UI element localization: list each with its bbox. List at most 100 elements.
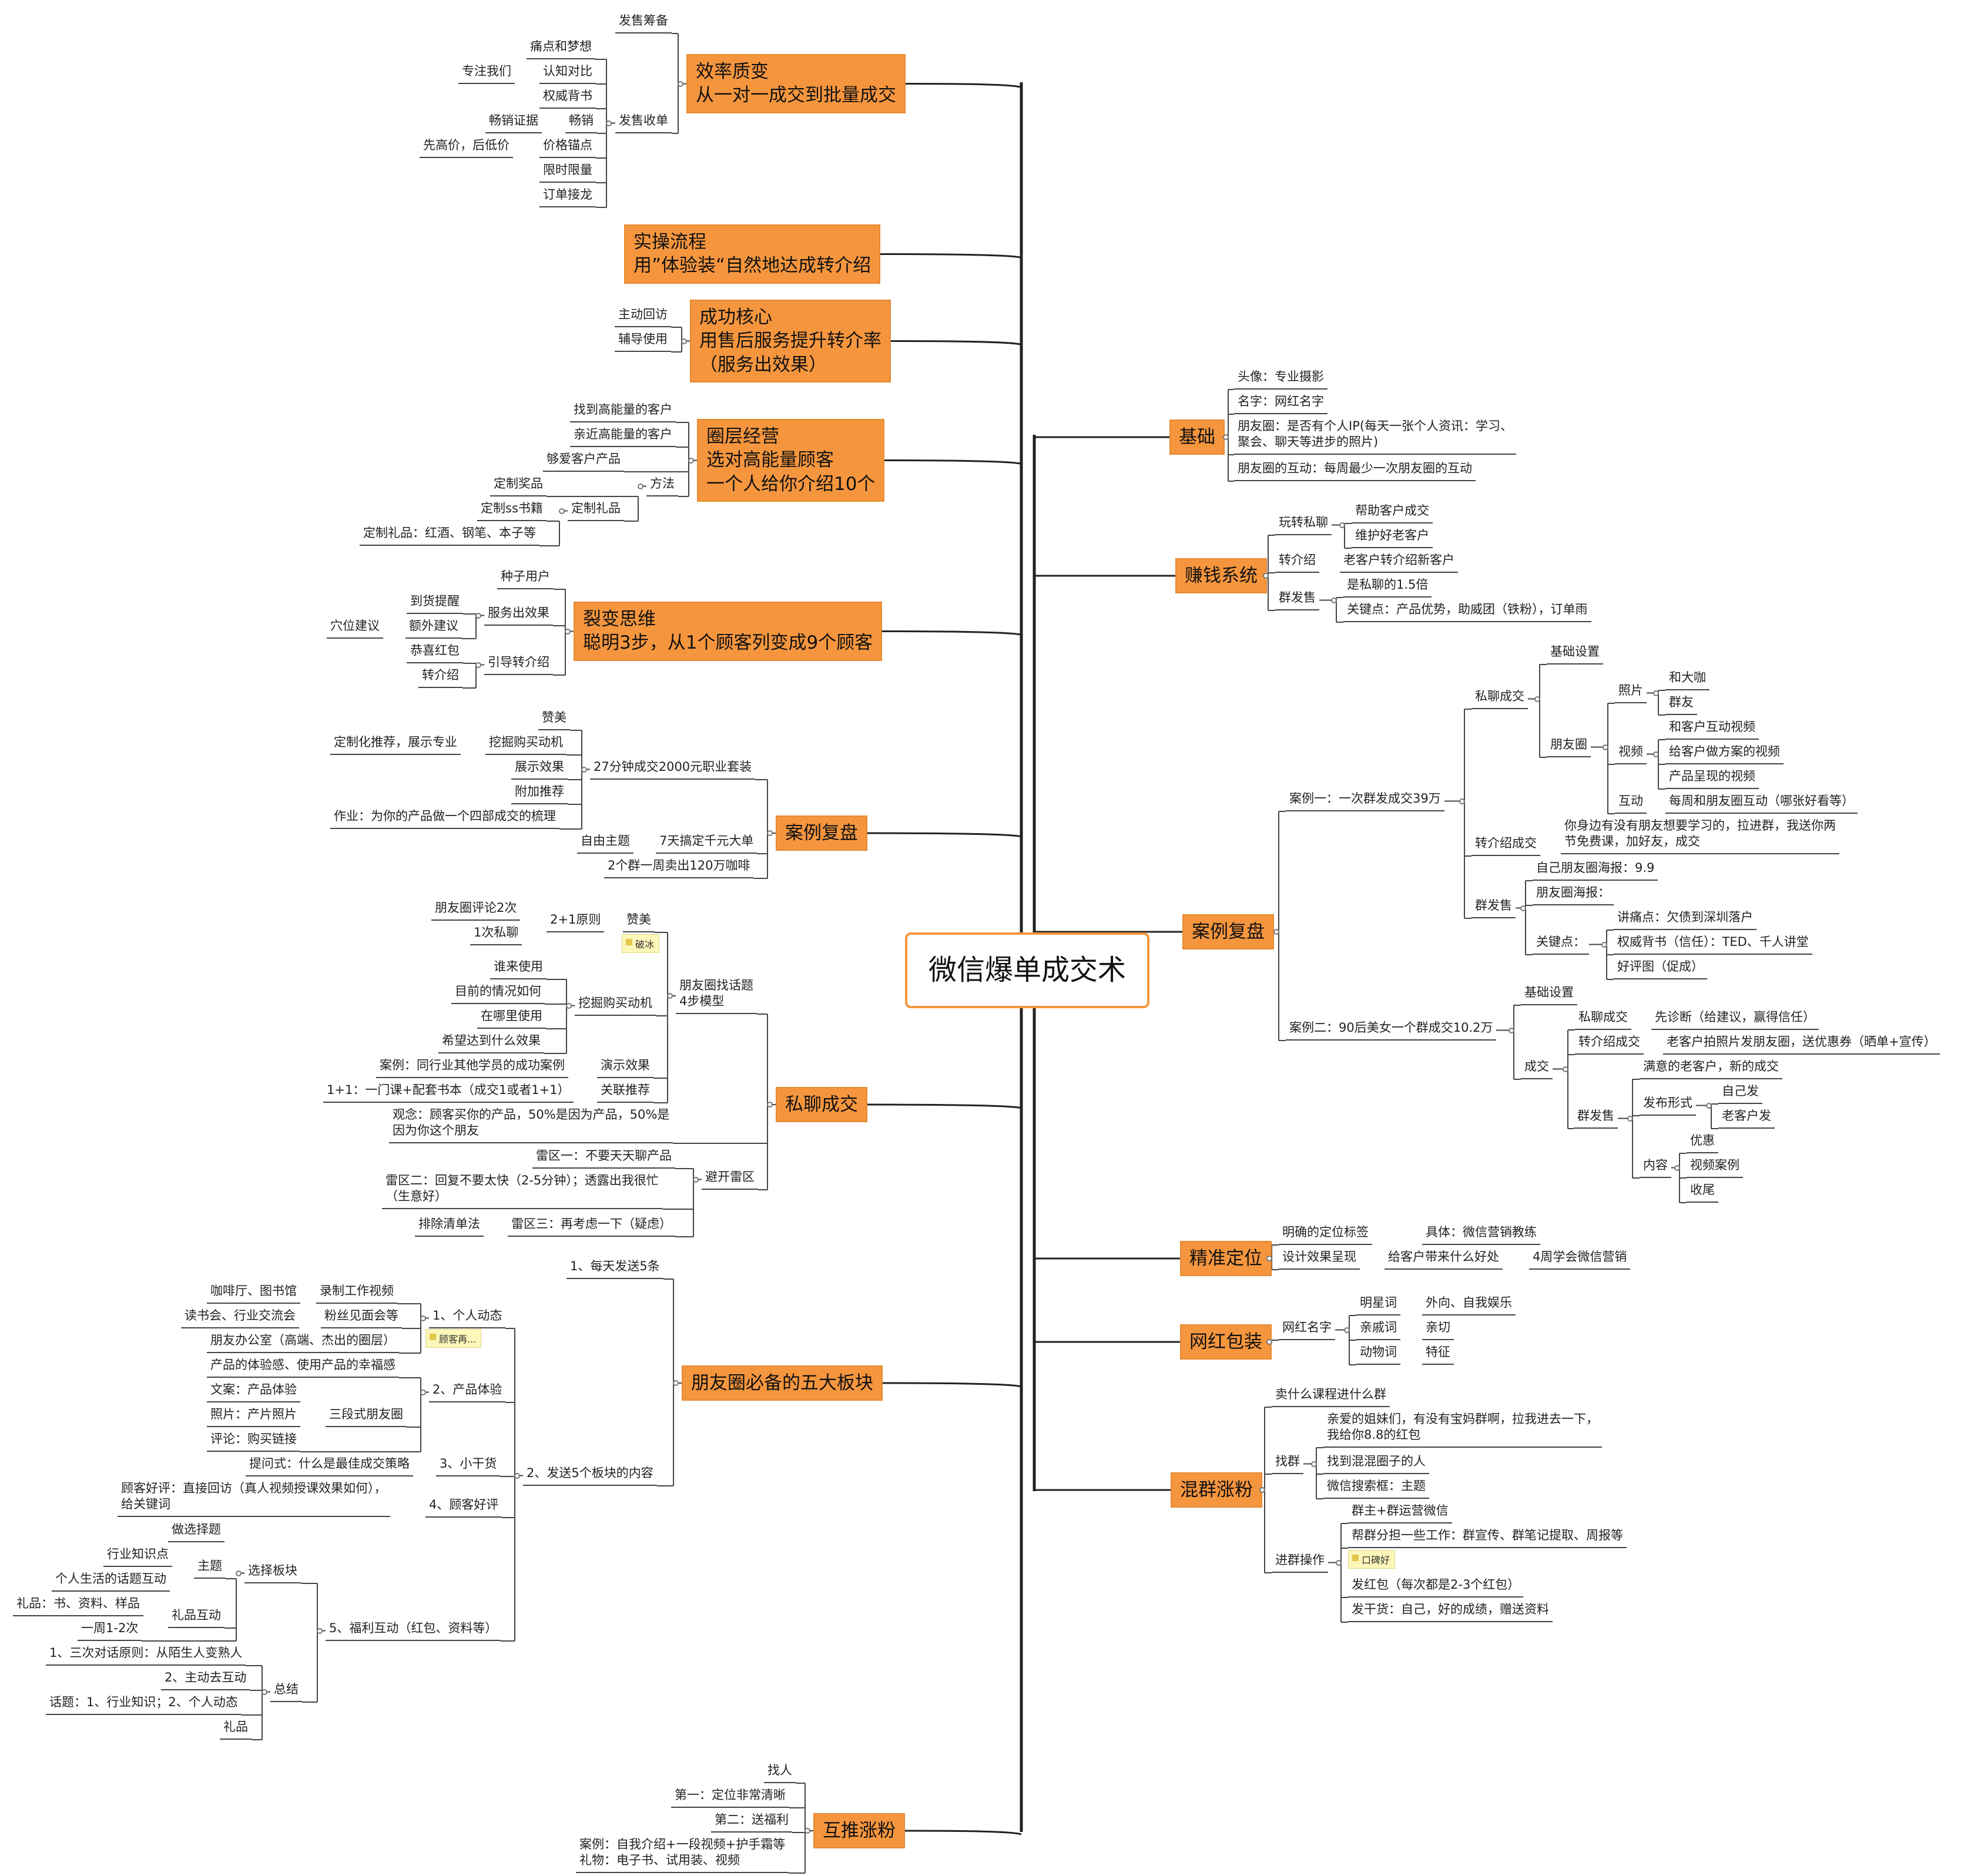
leaf-demo[interactable]: 演示效果 — [597, 1058, 653, 1078]
leaf-summary[interactable]: 总结 — [270, 1682, 302, 1702]
topic-mix[interactable]: 混群涨粉 — [1171, 1472, 1262, 1508]
collapse-dot[interactable] — [1653, 690, 1659, 696]
collapse-dot[interactable] — [1259, 1487, 1265, 1493]
topic-circle[interactable]: 圈层经营 选对高能量顾客 一个人给你介绍10个 — [697, 419, 885, 502]
leaf-oldpost[interactable]: 老客户发 — [1718, 1108, 1775, 1129]
collapse-dot[interactable] — [688, 457, 694, 464]
leaf-chat[interactable]: 1次私聊 — [470, 925, 522, 945]
leaf-select[interactable]: 选择板块 — [244, 1563, 301, 1583]
leaf-exclude[interactable]: 排除清单法 — [415, 1216, 484, 1237]
leaf-pain-r[interactable]: 讲痛点：欠债到深圳落户 — [1614, 910, 1756, 930]
leaf-bring[interactable]: 给客户带来什么好处 — [1385, 1249, 1503, 1270]
leaf-combo[interactable]: 1+1：一门课+配套书本（成交1或者1+1） — [323, 1082, 574, 1103]
leaf-good[interactable]: 4、顾客好评 — [425, 1497, 502, 1518]
topic-case-right[interactable]: 案例复盘 — [1182, 914, 1274, 950]
leaf-search[interactable]: 微信搜索框：主题 — [1323, 1478, 1429, 1499]
leaf-week[interactable]: 7天搞定千元大单 — [656, 833, 757, 854]
leaf-poster[interactable]: 朋友圈海报： — [1533, 885, 1614, 905]
collapse-dot[interactable] — [693, 1176, 699, 1183]
leaf-design[interactable]: 设计效果呈现 — [1279, 1249, 1360, 1270]
leaf-end[interactable]: 收尾 — [1687, 1182, 1718, 1203]
leaf-product-exp[interactable]: 2、产品体验 — [429, 1382, 506, 1402]
collapse-dot[interactable] — [1273, 929, 1279, 935]
leaf-copy[interactable]: 文案：产品体验 — [207, 1382, 300, 1402]
leaf-times[interactable]: 是私聊的1.5倍 — [1343, 577, 1432, 598]
topic-money[interactable]: 赚钱系统 — [1175, 558, 1267, 594]
leaf-mine2[interactable]: 雷区二：回复不要太快（2-5分钟）；透露出我很忙 （生意好） — [382, 1173, 662, 1209]
leaf-anchor[interactable]: 价格锚点 — [539, 137, 596, 158]
collapse-dot[interactable] — [804, 1828, 810, 1834]
leaf-book[interactable]: 定制ss书籍 — [477, 501, 547, 521]
leaf-price-hint[interactable]: 先高价，后低价 — [420, 137, 513, 158]
leaf-moments-interact[interactable]: 朋友圈的互动：每周最少一次朋友圈的互动 — [1234, 461, 1476, 481]
leaf-bestseller-hint[interactable]: 畅销证据 — [485, 113, 542, 133]
leaf-related[interactable]: 关联推荐 — [597, 1082, 653, 1103]
leaf-vcase[interactable]: 视频案例 — [1687, 1157, 1743, 1178]
collapse-dot[interactable] — [1344, 1327, 1350, 1333]
collapse-dot[interactable] — [565, 628, 571, 635]
collapse-dot[interactable] — [420, 1315, 426, 1321]
leaf-mine-left[interactable]: 挖掘购买动机 — [485, 734, 566, 755]
leaf-review[interactable]: 评论：购买链接 — [207, 1431, 300, 1452]
leaf-topics[interactable]: 话题：1、行业知识；2、个人动态 — [46, 1694, 242, 1715]
collapse-dot[interactable] — [678, 80, 683, 87]
leaf-mine1[interactable]: 雷区一：不要天天聊产品 — [532, 1148, 675, 1169]
collapse-dot[interactable] — [1674, 1164, 1680, 1171]
leaf-love[interactable]: 够爱客户产品 — [543, 451, 624, 472]
collapse-dot[interactable] — [581, 766, 587, 773]
leaf-homework[interactable]: 作业：为你的产品做一个四部成交的梳理 — [330, 808, 559, 829]
leaf-learn[interactable]: 4周学会微信营销 — [1529, 1249, 1631, 1270]
leaf-refer-money[interactable]: 转介绍 — [1275, 552, 1319, 573]
leaf-who[interactable]: 谁来使用 — [490, 959, 547, 979]
leaf-chain[interactable]: 订单接龙 — [539, 187, 596, 207]
leaf-free[interactable]: 自由主题 — [577, 833, 633, 854]
leaf-gift-act[interactable]: 礼品互动 — [168, 1607, 224, 1628]
leaf-mine3[interactable]: 雷区三：再考虑一下（疑虑） — [508, 1216, 675, 1237]
collapse-dot[interactable] — [767, 830, 773, 836]
leaf-custom[interactable]: 定制化推荐，展示专业 — [330, 734, 461, 755]
leaf-rule[interactable]: 2+1原则 — [547, 912, 605, 932]
leaf-fans[interactable]: 粉丝见面会等 — [321, 1308, 402, 1328]
collapse-dot[interactable] — [1339, 522, 1345, 528]
leaf-circle[interactable]: 找到混混圈子的人 — [1323, 1454, 1429, 1474]
leaf-comment[interactable]: 朋友圈评论2次 — [431, 900, 521, 921]
leaf-method[interactable]: 方法 — [646, 476, 678, 496]
leaf-happy[interactable]: 产品的体验感、使用产品的幸福感 — [207, 1357, 399, 1378]
collapse-dot[interactable] — [475, 612, 481, 619]
leaf-basic2[interactable]: 基础设置 — [1521, 985, 1577, 1005]
collapse-dot[interactable] — [1263, 573, 1269, 579]
collapse-dot[interactable] — [1601, 941, 1607, 948]
leaf-gift-detail[interactable]: 定制礼品：红酒、钢笔、本子等 — [360, 525, 539, 546]
topic-position[interactable]: 精准定位 — [1180, 1241, 1272, 1277]
note-icebreak[interactable]: 破冰 — [622, 934, 660, 953]
leaf-private-play[interactable]: 玩转私聊 — [1275, 515, 1332, 535]
collapse-dot[interactable] — [1311, 1461, 1317, 1467]
topic-base[interactable]: 基础 — [1169, 420, 1225, 455]
leaf-review-r[interactable]: 好评图（促成） — [1614, 959, 1707, 979]
topic-case-left[interactable]: 案例复盘 — [776, 815, 867, 851]
collapse-dot[interactable] — [1459, 798, 1465, 804]
leaf-feature[interactable]: 特征 — [1422, 1344, 1454, 1365]
leaf-key-money[interactable]: 关键点：产品优势，助威团（铁粉），订单雨 — [1343, 602, 1591, 622]
topic-push[interactable]: 互推涨粉 — [813, 1813, 905, 1849]
leaf-visit[interactable]: 主动回访 — [615, 307, 671, 327]
topic-core[interactable]: 成功核心 用售后服务提升转介率 （服务出效果） — [690, 300, 891, 382]
leaf-coffee-sale[interactable]: 2个群一周卖出120万咖啡 — [604, 858, 754, 878]
leaf-discount[interactable]: 优惠 — [1687, 1133, 1718, 1153]
leaf-satisfied[interactable]: 满意的老客户，新的成交 — [1640, 1059, 1782, 1079]
leaf-redpack[interactable]: 恭喜红包 — [407, 643, 463, 663]
root-topic[interactable]: 微信爆单成交术 — [905, 932, 1150, 1009]
leaf-example[interactable]: 案例：同行业其他学员的成功案例 — [376, 1058, 568, 1078]
leaf-second[interactable]: 第二：送福利 — [711, 1812, 792, 1833]
collapse-dot[interactable] — [317, 1627, 323, 1634]
leaf-hope[interactable]: 希望达到什么效果 — [438, 1033, 544, 1053]
leaf-where[interactable]: 在哪里使用 — [477, 1008, 546, 1029]
leaf-knowledge[interactable]: 行业知识点 — [103, 1546, 172, 1567]
leaf-praise-2[interactable]: 赞美 — [623, 912, 655, 932]
collapse-dot[interactable] — [1266, 1339, 1272, 1345]
leaf-focus[interactable]: 专注我们 — [458, 63, 515, 84]
leaf-deal[interactable]: 成交 — [1521, 1059, 1553, 1079]
leaf-v2[interactable]: 给客户做方案的视频 — [1665, 744, 1784, 764]
leaf-mine-motive[interactable]: 挖掘购买动机 — [575, 995, 656, 1016]
leaf-help[interactable]: 帮助客户成交 — [1352, 503, 1433, 523]
